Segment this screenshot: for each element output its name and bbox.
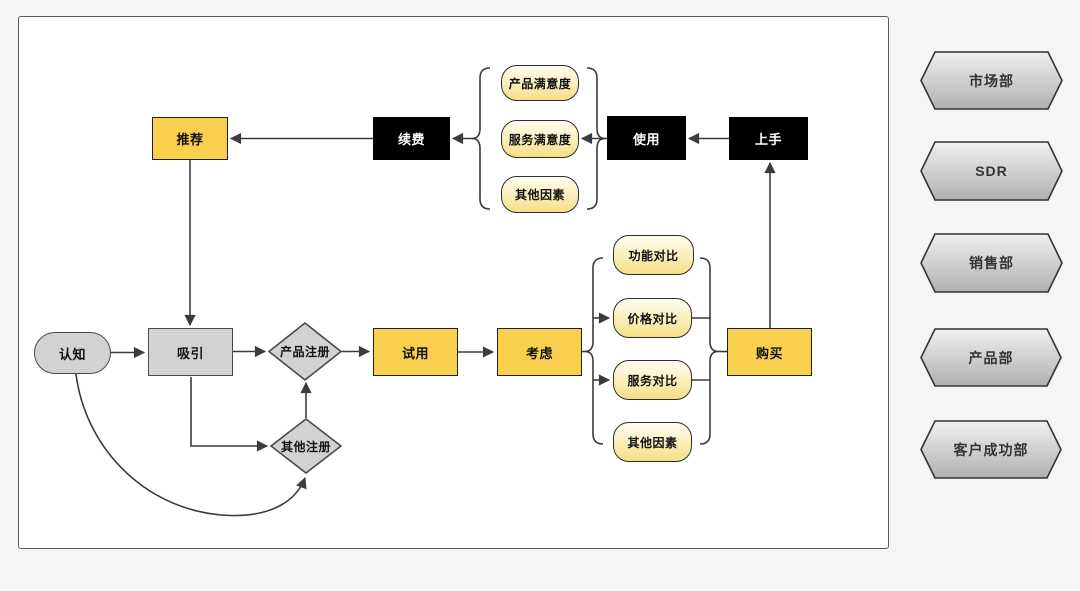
brace-left-consider-group [584, 257, 604, 445]
department-sales-label: 销售部 [969, 255, 1014, 271]
brace-left-renewal-group [471, 67, 491, 210]
hexagon-customer-success [920, 420, 1062, 479]
factor-other-renewal: 其他因素 [501, 176, 579, 213]
hexagon-marketing [920, 51, 1063, 110]
stage-aware: 认知 [34, 332, 111, 374]
brace-right-consider-group [699, 257, 719, 445]
stage-renew: 续费 [373, 117, 450, 160]
department-customer-success-label: 客户成功部 [953, 441, 1029, 458]
diamond-other-registration [269, 417, 343, 475]
stage-consider: 考虑 [497, 328, 582, 376]
hexagon-product [920, 328, 1062, 387]
department-sdr-label: SDR [975, 163, 1008, 179]
brace-right-renewal-group [586, 67, 606, 210]
stage-product-registration-label: 产品注册 [279, 345, 330, 359]
department-product-label: 产品部 [968, 349, 1014, 366]
stage-other-registration-label: 其他注册 [280, 439, 331, 454]
edge-aware-curve-to-other-reg [75, 373, 307, 517]
factor-other-consideration: 其他因素 [613, 422, 692, 462]
factor-feature-comparison: 功能对比 [613, 235, 694, 275]
stage-onboard: 上手 [729, 117, 808, 160]
stage-use: 使用 [607, 116, 686, 160]
department-marketing-label: 市场部 [969, 72, 1014, 89]
factor-service-satisfaction: 服务满意度 [501, 120, 579, 158]
diamond-product-registration [267, 321, 343, 382]
hexagon-sales [920, 233, 1063, 293]
edge-attract-to-other-reg [190, 377, 269, 452]
stage-buy: 购买 [727, 328, 812, 376]
diagram-canvas-frame [18, 16, 889, 549]
factor-product-satisfaction: 产品满意度 [501, 65, 579, 101]
stage-trial: 试用 [373, 328, 458, 376]
factor-price-comparison: 价格对比 [613, 298, 692, 338]
stage-refer: 推荐 [152, 117, 228, 160]
stage-attract: 吸引 [148, 328, 233, 376]
factor-service-comparison: 服务对比 [613, 360, 692, 400]
hexagon-sdr [920, 141, 1063, 201]
